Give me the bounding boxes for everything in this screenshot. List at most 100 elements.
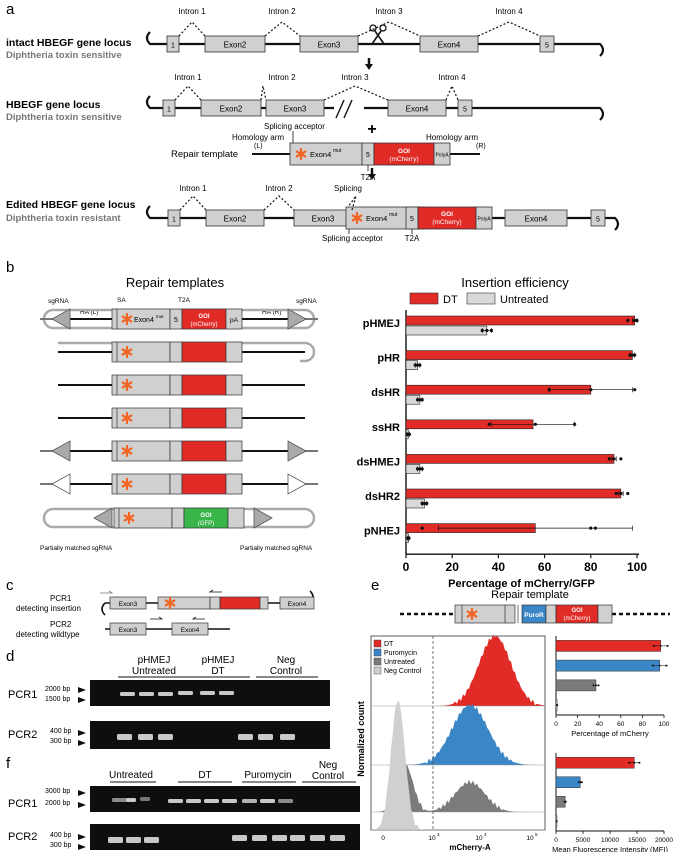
- panel-label-a: a: [6, 1, 15, 18]
- svg-text:Untreated: Untreated: [132, 666, 176, 677]
- insertion-efficiency-title: Insertion efficiency: [461, 275, 569, 290]
- svg-text:1: 1: [171, 43, 175, 50]
- gel-band: [219, 691, 234, 695]
- data-point: [418, 363, 422, 367]
- x-tick-label: 40: [492, 560, 506, 574]
- sgrna-icon: [51, 440, 71, 462]
- svg-text:1: 1: [172, 217, 176, 224]
- ladder-arrow-icon: [78, 834, 86, 840]
- legend-swatch-untreated: [466, 292, 496, 305]
- data-point: [633, 761, 636, 764]
- svg-text:pA: pA: [230, 317, 239, 324]
- svg-text:HA (R): HA (R): [262, 309, 282, 316]
- svg-text:Intron 1: Intron 1: [179, 184, 207, 193]
- svg-text:Splicing: Splicing: [334, 184, 362, 193]
- legend-label: DT: [384, 641, 394, 648]
- data-point: [597, 684, 600, 687]
- data-point: [407, 432, 412, 436]
- svg-text:T2A: T2A: [405, 234, 420, 243]
- data-point: [422, 501, 427, 506]
- svg-text:Homology arm: Homology arm: [232, 133, 284, 142]
- svg-text:Exon2: Exon2: [224, 215, 247, 224]
- data-point: [533, 422, 537, 426]
- sgrna-icon: [253, 507, 273, 529]
- svg-text:Intron 3: Intron 3: [375, 7, 403, 16]
- sgrna-icon: [51, 308, 71, 330]
- svg-text:3000 bp: 3000 bp: [45, 788, 70, 795]
- svg-text:Exon3: Exon3: [119, 627, 138, 634]
- cut-locus: 1 Exon2 Exon3 Exon4 5 Intron 1 Intron 2 …: [145, 73, 605, 138]
- svg-text:detecting insertion: detecting insertion: [16, 604, 81, 613]
- data-point: [652, 664, 655, 667]
- data-point: [415, 363, 420, 367]
- svg-text:(mCherry): (mCherry): [432, 219, 461, 226]
- svg-text:5: 5: [463, 107, 467, 114]
- svg-text:DT: DT: [443, 294, 458, 306]
- ladder-arrow-icon: [78, 802, 86, 808]
- repair-template-e: PuroR GOI (mCherry): [400, 604, 670, 624]
- svg-text:PCR2: PCR2: [50, 620, 72, 629]
- svg-text:T2A: T2A: [361, 173, 376, 182]
- category-label: dsHR: [371, 387, 400, 399]
- svg-text:PCR1: PCR1: [8, 798, 37, 810]
- row1-title: intact HBEGF gene locus: [6, 37, 132, 49]
- data-point: [420, 467, 424, 471]
- primer-reverse-icon: [191, 616, 205, 620]
- bar-dt: [405, 350, 633, 360]
- scissors-icon: [369, 24, 387, 45]
- data-point: [480, 328, 484, 333]
- data-point: [580, 781, 583, 784]
- construct-row: GOI(GFP): [42, 507, 316, 529]
- svg-text:2000 bp: 2000 bp: [45, 800, 70, 807]
- legend-b: DT Untreated: [409, 292, 548, 306]
- construct-row: [40, 440, 318, 462]
- gel-band: [117, 734, 132, 740]
- data-point: [415, 398, 420, 402]
- data-point: [418, 467, 422, 471]
- row2-title: HBEGF gene locus: [6, 99, 101, 111]
- svg-text:5: 5: [596, 217, 600, 224]
- data-point: [589, 526, 593, 530]
- svg-text:Control: Control: [270, 666, 302, 677]
- panel-label-e: e: [371, 577, 379, 594]
- bar-dt: [555, 640, 662, 652]
- svg-text:Untreated: Untreated: [109, 770, 153, 781]
- histogram-untreated: [371, 763, 545, 812]
- gel-band: [126, 798, 136, 802]
- primer-forward-icon: [100, 590, 114, 594]
- gel-band: [260, 799, 275, 803]
- svg-text:GOI: GOI: [198, 314, 209, 320]
- data-point: [577, 781, 580, 784]
- x-tick-label: 60: [538, 560, 552, 574]
- svg-text:5: 5: [366, 152, 370, 159]
- svg-text:GOI: GOI: [441, 211, 453, 218]
- svg-text:PCR2: PCR2: [8, 729, 37, 741]
- y-axis-label: Normalized count: [356, 701, 366, 777]
- svg-text:Exon2: Exon2: [224, 41, 247, 50]
- down-arrow-icon: [368, 174, 376, 180]
- svg-text:Splicing acceptor: Splicing acceptor: [264, 122, 325, 131]
- data-point: [556, 704, 559, 707]
- sgrna-icon: [287, 440, 307, 462]
- x-tick-label: 10000: [601, 837, 619, 844]
- gel-band: [310, 835, 325, 841]
- data-point: [425, 501, 429, 506]
- x-tick-label: 10: [475, 835, 483, 842]
- repair-templates-title: Repair templates: [126, 275, 225, 290]
- x-tick-label: 5000: [576, 837, 591, 844]
- svg-text:Control: Control: [312, 771, 344, 782]
- svg-text:Exon3: Exon3: [312, 215, 335, 224]
- legend-label: Puromycin: [384, 650, 417, 657]
- svg-text:Exon4: Exon4: [134, 317, 154, 324]
- svg-text:(mCherry): (mCherry): [191, 322, 218, 328]
- category-label: pNHEJ: [364, 526, 400, 538]
- svg-text:GOI: GOI: [200, 513, 211, 519]
- primer-reverse-icon: [208, 589, 222, 593]
- legend-swatch: [373, 666, 382, 675]
- svg-text:HA (L): HA (L): [80, 309, 98, 316]
- intact-locus: 1 Exon2 Exon3 Exon4 5 Intron 1 Intron 2 …: [145, 7, 605, 70]
- x-tick-label: 100: [627, 560, 647, 574]
- x-tick-label: 20000: [655, 837, 673, 844]
